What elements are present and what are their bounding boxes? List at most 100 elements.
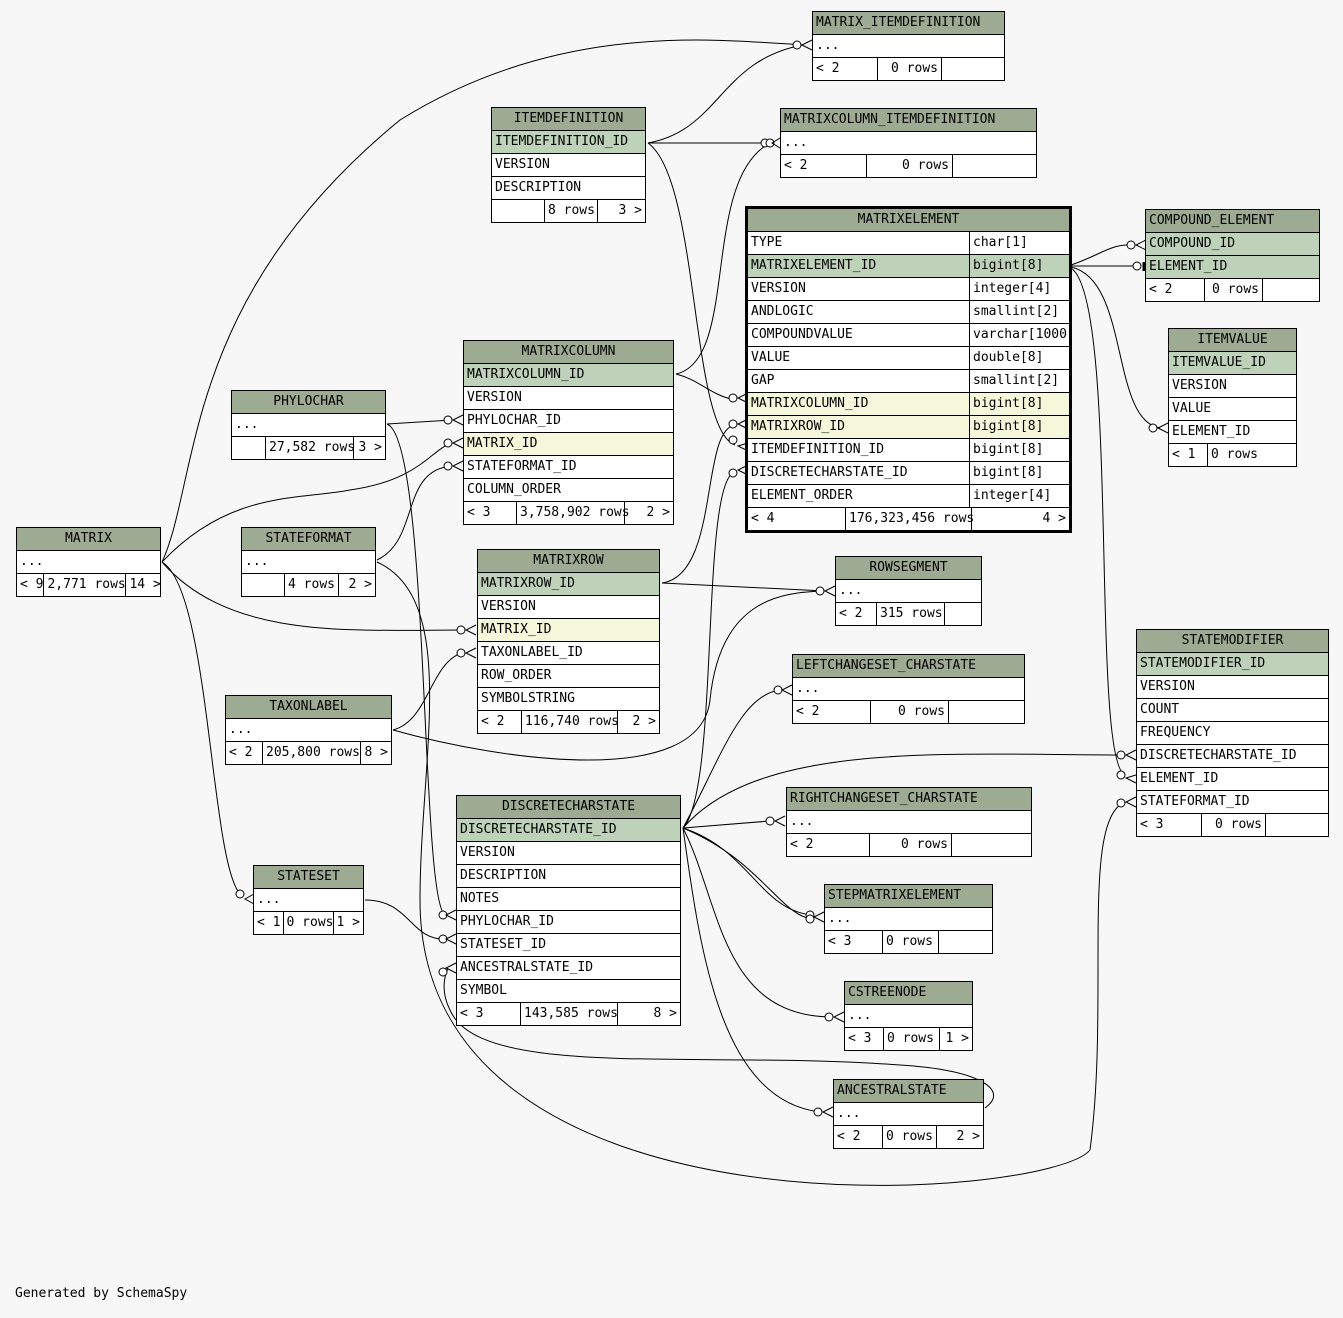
table-title: DISCRETECHARSTATE <box>457 796 680 819</box>
table-matrixcolumn-itemdefinition[interactable]: MATRIXCOLUMN_ITEMDEFINITION ... < 2 0 ro… <box>780 108 1037 178</box>
column-name: VERSION <box>467 390 522 405</box>
column-name: ITEMVALUE_ID <box>1172 355 1266 370</box>
child-link[interactable]: 2 > <box>617 711 659 733</box>
edge-matrix-to-matrixrow <box>161 561 466 631</box>
parent-link[interactable]: < 2 <box>784 158 808 173</box>
table-footer: < 2 0 rows <box>793 701 1024 723</box>
parent-link[interactable]: < 1 <box>257 915 281 930</box>
parent-link[interactable]: < 4 <box>751 511 775 526</box>
table-row: DISCRETECHARSTATE_ID <box>1137 745 1328 768</box>
parent-link[interactable]: < 2 <box>790 837 814 852</box>
row-count: 0 rows <box>1201 814 1265 836</box>
child-link[interactable]: 2 > <box>936 1126 983 1148</box>
child-link[interactable]: 3 > <box>353 437 385 459</box>
row-count: 0 rows <box>883 1028 939 1050</box>
table-row: VERSION <box>492 154 645 177</box>
edge-phylochar-to-matrixcolumn <box>386 419 453 425</box>
child-link[interactable] <box>951 834 1031 856</box>
parent-link[interactable]: < 9 <box>20 577 44 592</box>
table-rightchangeset-charstate[interactable]: RIGHTCHANGESET_CHARSTATE ... < 2 0 rows <box>786 787 1032 857</box>
parent-link[interactable]: < 3 <box>1140 817 1164 832</box>
parent-link[interactable] <box>242 574 284 596</box>
parent-link[interactable]: < 3 <box>848 1031 872 1046</box>
table-matrixcolumn[interactable]: MATRIXCOLUMN MATRIXCOLUMN_ID VERSION PHY… <box>463 340 674 525</box>
column-name: DISCRETECHARSTATE_ID <box>460 822 617 837</box>
table-phylochar[interactable]: PHYLOCHAR ... 27,582 rows 3 > <box>231 390 386 460</box>
column-name: COLUMN_ORDER <box>467 482 561 497</box>
parent-link[interactable]: < 3 <box>828 934 852 949</box>
table-footer: < 2 205,800 rows 8 > <box>226 742 391 764</box>
column-name: ... <box>235 417 259 432</box>
table-statemodifier[interactable]: STATEMODIFIER STATEMODIFIER_ID VERSION C… <box>1136 629 1329 837</box>
table-footer: < 2 0 rows <box>787 834 1031 856</box>
table-row: STATEMODIFIER_ID <box>1137 653 1328 676</box>
table-matrixrow[interactable]: MATRIXROW MATRIXROW_ID VERSION MATRIX_ID… <box>477 549 660 734</box>
table-title: MATRIX <box>17 528 160 551</box>
table-row: STATESET_ID <box>457 934 680 957</box>
column-name: ... <box>245 554 269 569</box>
table-itemvalue[interactable]: ITEMVALUE ITEMVALUE_ID VERSION VALUE ELE… <box>1168 328 1297 467</box>
edge-discretecharstate-to-cstreenode <box>682 827 831 1018</box>
table-rowsegment[interactable]: ROWSEGMENT ... < 2 315 rows <box>835 556 982 626</box>
table-row: COMPOUND_ID <box>1146 233 1319 256</box>
table-matrix-itemdefinition[interactable]: MATRIX_ITEMDEFINITION ... < 2 0 rows <box>812 11 1005 81</box>
parent-link[interactable]: < 2 <box>1149 282 1173 297</box>
table-matrix[interactable]: MATRIX ... < 9 2,771 rows 14 > <box>16 527 161 597</box>
child-link[interactable]: 14 > <box>125 574 163 596</box>
child-link[interactable]: 3 > <box>597 200 645 222</box>
child-link[interactable] <box>941 58 1004 80</box>
child-link[interactable]: 2 > <box>624 502 673 524</box>
column-name: DESCRIPTION <box>495 180 582 195</box>
table-leftchangeset-charstate[interactable]: LEFTCHANGESET_CHARSTATE ... < 2 0 rows <box>792 654 1025 724</box>
child-link[interactable]: 8 > <box>617 1003 680 1025</box>
parent-link[interactable]: < 3 <box>460 1006 484 1021</box>
parent-link[interactable]: < 3 <box>467 505 491 520</box>
table-row: FREQUENCY <box>1137 722 1328 745</box>
column-name: STATEFORMAT_ID <box>1140 794 1250 809</box>
parent-link[interactable]: < 1 <box>1172 447 1196 462</box>
parent-link[interactable]: < 2 <box>837 1129 861 1144</box>
table-footer: < 2 116,740 rows 2 > <box>478 711 659 733</box>
table-compound-element[interactable]: COMPOUND_ELEMENT COMPOUND_ID ELEMENT_ID … <box>1145 209 1320 302</box>
edge-matrix-to-matrix-itemdefinition <box>161 39 804 563</box>
child-link[interactable]: 4 > <box>971 508 1069 530</box>
parent-link[interactable] <box>232 437 265 459</box>
parent-link[interactable]: < 2 <box>481 714 505 729</box>
child-link[interactable]: 1 > <box>332 912 363 934</box>
table-footer: < 3 0 rows <box>825 931 992 953</box>
table-stateset[interactable]: STATESET ... < 1 0 rows 1 > <box>253 865 364 935</box>
child-link[interactable] <box>938 931 992 953</box>
table-footer: 27,582 rows 3 > <box>232 437 385 459</box>
parent-link[interactable]: < 2 <box>839 606 863 621</box>
edge-matrixelement-to-statemodifier <box>1070 267 1126 776</box>
table-taxonlabel[interactable]: TAXONLABEL ... < 2 205,800 rows 8 > <box>225 695 392 765</box>
table-ancestralstate[interactable]: ANCESTRALSTATE ... < 2 0 rows 2 > <box>833 1079 984 1149</box>
table-stepmatrixelement[interactable]: STEPMATRIXELEMENT ... < 3 0 rows <box>824 884 993 954</box>
child-link[interactable] <box>952 155 1036 177</box>
child-link[interactable] <box>1265 814 1328 836</box>
column-type: integer[4] <box>969 278 1069 300</box>
table-cstreenode[interactable]: CSTREENODE ... < 3 0 rows 1 > <box>844 981 973 1051</box>
child-link[interactable] <box>944 603 981 625</box>
table-title: MATRIXCOLUMN <box>464 341 673 364</box>
parent-link[interactable] <box>492 200 544 222</box>
column-name: ELEMENT_ID <box>1149 259 1228 274</box>
edge-phylochar-to-discretecharstate <box>386 423 446 916</box>
table-row: ... <box>232 414 385 437</box>
table-discretecharstate[interactable]: DISCRETECHARSTATE DISCRETECHARSTATE_ID V… <box>456 795 681 1026</box>
child-link[interactable] <box>948 701 1024 723</box>
parent-link[interactable]: < 2 <box>816 61 840 76</box>
table-row: PHYLOCHAR_ID <box>457 911 680 934</box>
child-link[interactable] <box>1262 279 1319 301</box>
child-link[interactable]: 1 > <box>939 1028 972 1050</box>
table-row: ELEMENT_ID <box>1146 256 1319 279</box>
table-itemdefinition[interactable]: ITEMDEFINITION ITEMDEFINITION_ID VERSION… <box>491 107 646 223</box>
table-row: DESCRIPTION <box>457 865 680 888</box>
table-stateformat[interactable]: STATEFORMAT ... 4 rows 2 > <box>241 527 376 597</box>
parent-link[interactable]: < 2 <box>229 745 253 760</box>
parent-link[interactable]: < 2 <box>796 704 820 719</box>
child-link[interactable]: 2 > <box>338 574 375 596</box>
child-link[interactable]: 8 > <box>360 742 391 764</box>
